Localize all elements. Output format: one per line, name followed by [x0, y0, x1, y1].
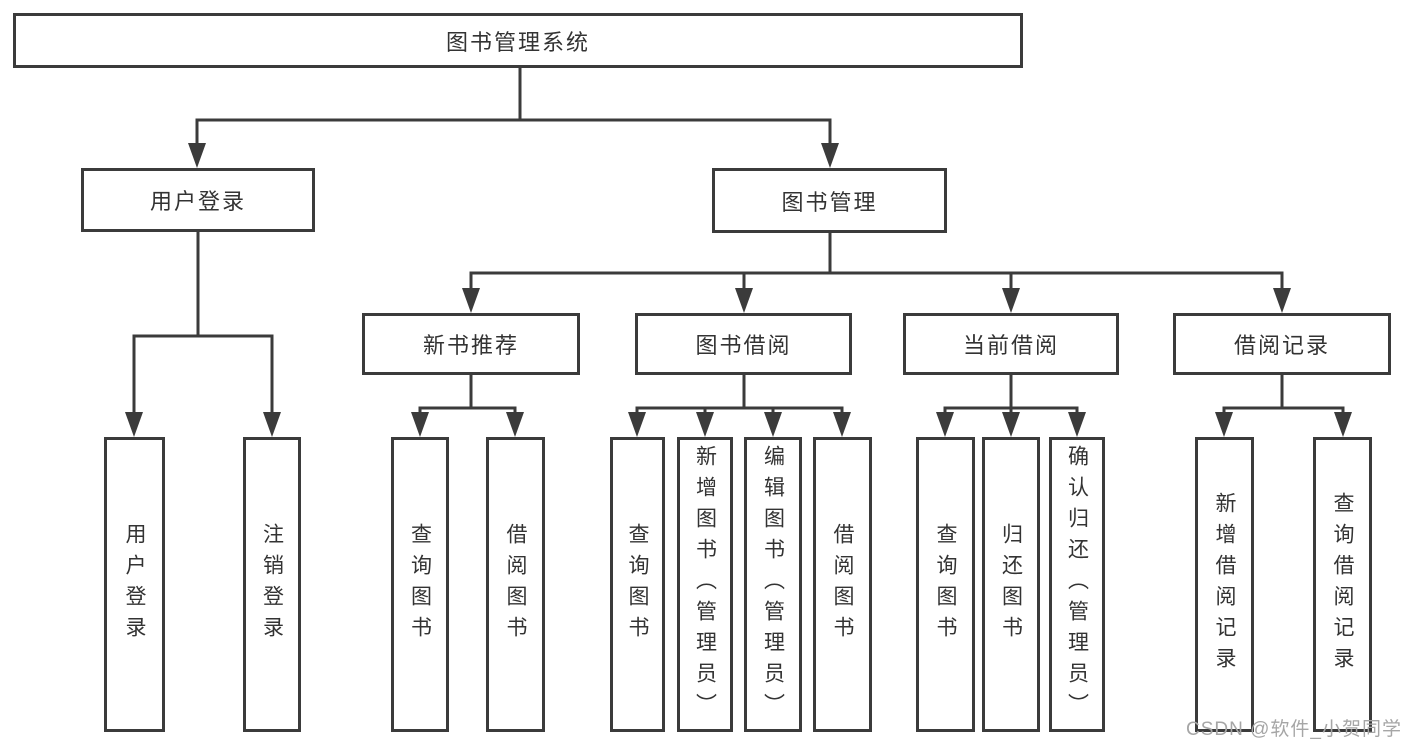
leaf-confirm-return-admin: 确认归还（管理员）: [1049, 437, 1105, 732]
node-label: 注销登录: [260, 522, 284, 647]
node-book-management: 图书管理: [712, 168, 947, 233]
node-label: 确认归还（管理员）: [1065, 445, 1089, 724]
node-label: 用户登录: [123, 522, 146, 647]
leaf-add-borrow-record: 新增借阅记录: [1195, 437, 1254, 732]
leaf-logout: 注销登录: [243, 437, 301, 732]
node-label: 新书推荐: [422, 333, 519, 358]
watermark-text: CSDN @软件_小贺同学: [1186, 719, 1402, 740]
node-user-login: 用户登录: [81, 168, 315, 232]
leaf-user-login: 用户登录: [104, 437, 165, 732]
leaf-query-books: 查询图书: [610, 437, 665, 732]
node-label: 图书借阅: [695, 333, 792, 358]
node-label: 归还图书: [999, 522, 1023, 647]
node-borrowing-records: 借阅记录: [1173, 313, 1391, 375]
node-label: 查询图书: [408, 522, 432, 647]
node-label: 用户登录: [149, 189, 246, 214]
node-current-borrowing: 当前借阅: [903, 313, 1119, 375]
node-label: 编辑图书（管理员）: [761, 445, 785, 724]
node-label: 图书管理系统: [445, 29, 590, 55]
node-label: 查询图书: [626, 522, 649, 647]
node-library-system: 图书管理系统: [13, 13, 1023, 68]
node-label: 查询图书: [934, 522, 957, 647]
node-label: 新增借阅记录: [1213, 491, 1236, 678]
node-label: 图书管理: [781, 189, 878, 215]
leaf-query-books: 查询图书: [391, 437, 449, 732]
node-label: 查询借阅记录: [1331, 491, 1354, 678]
leaf-edit-books-admin: 编辑图书（管理员）: [744, 437, 802, 732]
node-book-borrowing: 图书借阅: [635, 313, 852, 375]
leaf-return-books: 归还图书: [982, 437, 1040, 732]
node-label: 借阅图书: [831, 522, 854, 647]
leaf-borrow-books: 借阅图书: [813, 437, 872, 732]
leaf-query-borrow-record: 查询借阅记录: [1313, 437, 1372, 732]
node-label: 借阅图书: [504, 522, 527, 647]
leaf-borrow-books: 借阅图书: [486, 437, 545, 732]
leaf-query-books: 查询图书: [916, 437, 975, 732]
node-new-book-recommendation: 新书推荐: [362, 313, 580, 375]
leaf-add-books-admin: 新增图书（管理员）: [677, 437, 733, 732]
node-label: 新增图书（管理员）: [693, 445, 717, 724]
node-label: 当前借阅: [962, 333, 1059, 358]
node-label: 借阅记录: [1233, 333, 1330, 358]
